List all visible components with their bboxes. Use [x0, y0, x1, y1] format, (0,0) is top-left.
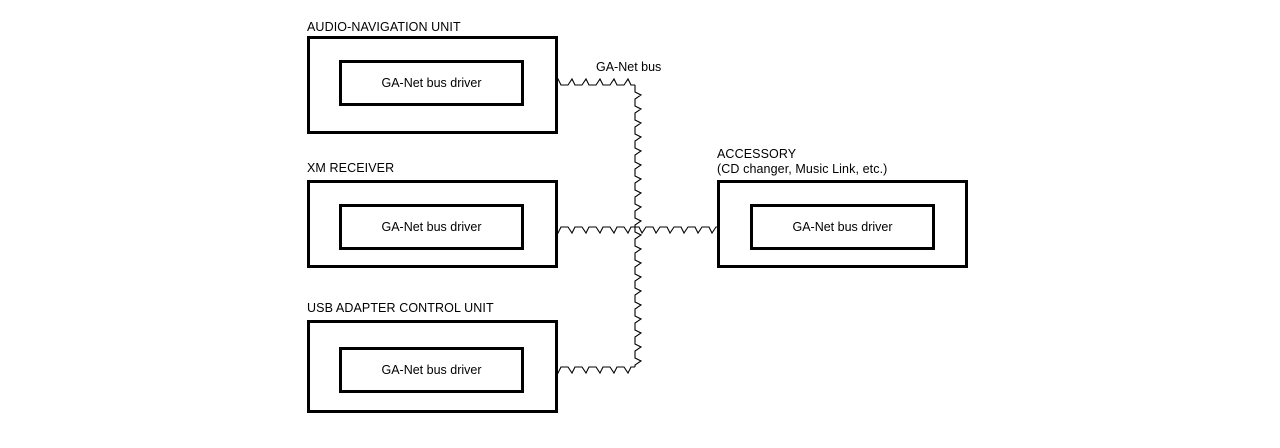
bus-label-ga-net-bus: GA-Net bus: [596, 60, 662, 74]
driver-label-audio-navigation-unit: GA-Net bus driver: [381, 76, 482, 90]
unit-box-xm-receiver: GA-Net bus driver: [307, 180, 558, 268]
driver-box-accessory: GA-Net bus driver: [750, 204, 935, 250]
unit-title-audio-navigation-unit: AUDIO-NAVIGATION UNIT: [307, 20, 461, 34]
unit-title-usb-adapter-control-unit: USB ADAPTER CONTROL UNIT: [307, 301, 494, 315]
driver-box-usb-adapter-control-unit: GA-Net bus driver: [339, 347, 524, 393]
bus-trunk-vertical: [634, 85, 643, 367]
unit-box-usb-adapter-control-unit: GA-Net bus driver: [307, 320, 558, 413]
driver-label-usb-adapter-control-unit: GA-Net bus driver: [381, 363, 482, 377]
driver-box-xm-receiver: GA-Net bus driver: [339, 204, 524, 250]
unit-title-accessory-line1: ACCESSORY: [717, 147, 797, 161]
unit-box-accessory: GA-Net bus driver: [717, 180, 968, 268]
unit-subtitle-accessory: (CD changer, Music Link, etc.): [717, 162, 888, 176]
unit-title-accessory: ACCESSORY (CD changer, Music Link, etc.): [717, 147, 887, 177]
driver-label-xm-receiver: GA-Net bus driver: [381, 220, 482, 234]
driver-box-audio-navigation-unit: GA-Net bus driver: [339, 60, 524, 106]
driver-label-accessory: GA-Net bus driver: [792, 220, 893, 234]
unit-title-xm-receiver: XM RECEIVER: [307, 161, 395, 175]
unit-box-audio-navigation-unit: GA-Net bus driver: [307, 36, 558, 134]
